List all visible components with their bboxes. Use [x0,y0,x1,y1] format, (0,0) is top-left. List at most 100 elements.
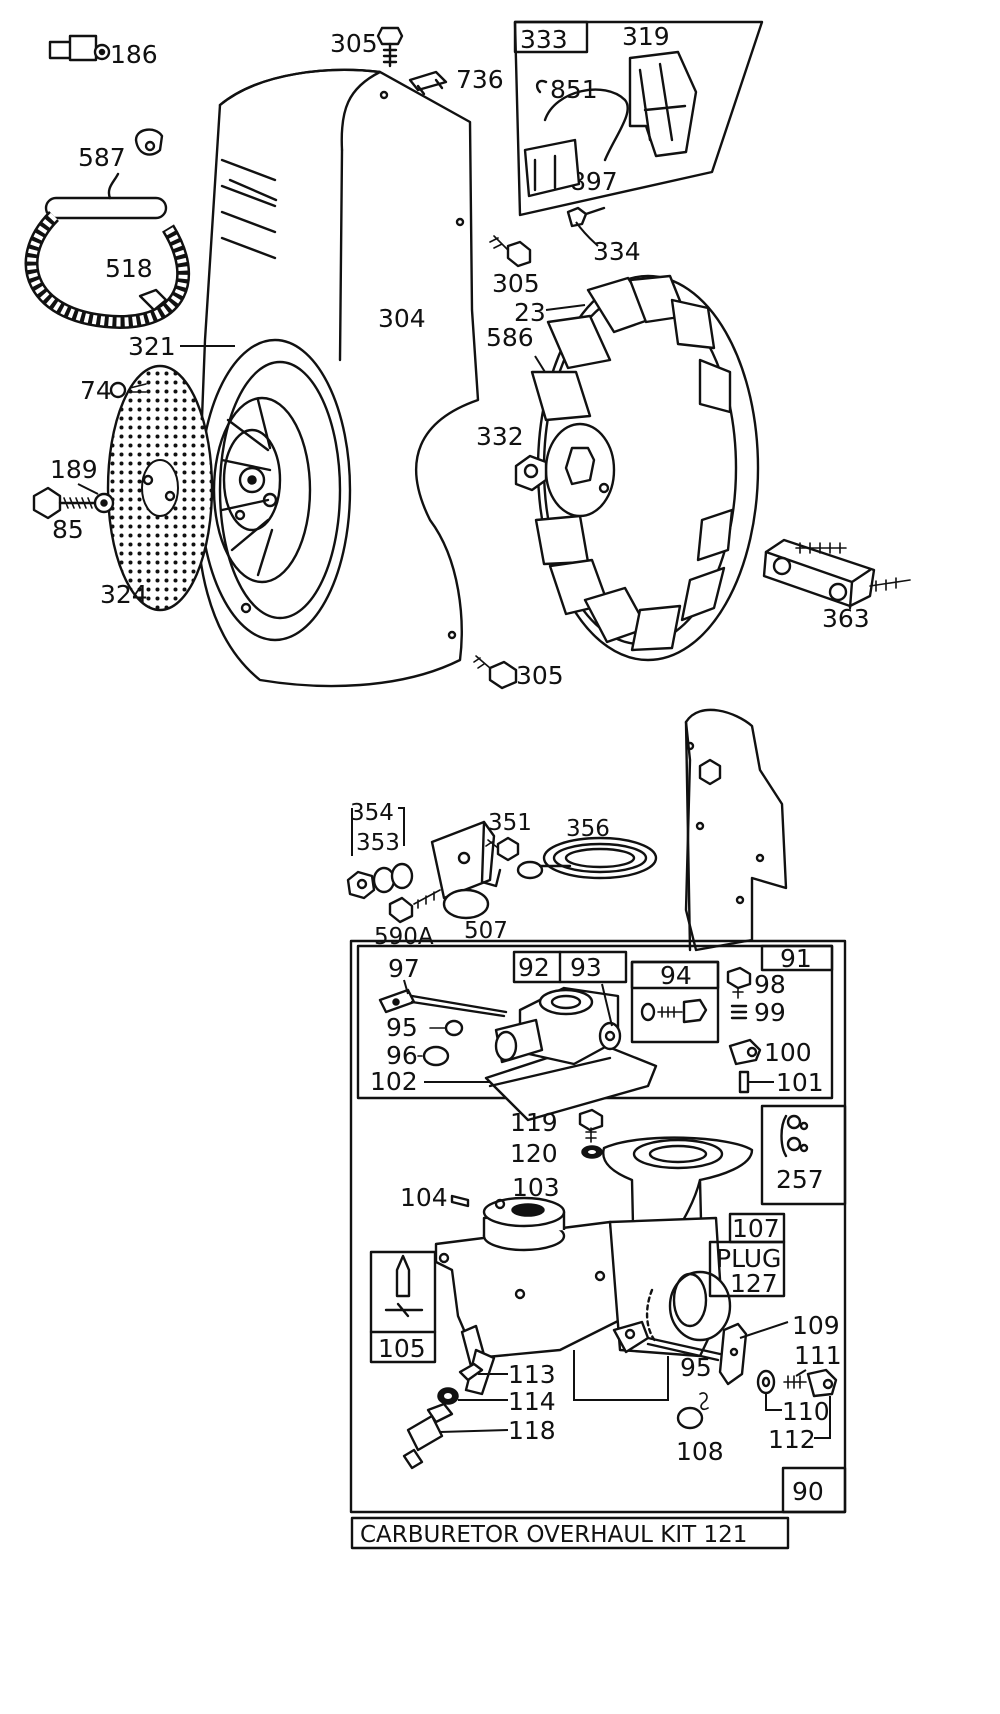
air-baffle-drawing [684,708,788,952]
part-label-356: 356 [566,816,610,842]
part-label-91: 91 [780,944,812,973]
part-label-112: 112 [768,1425,816,1454]
leader-110 [765,1394,782,1411]
part-label-plug: PLUG [716,1244,781,1273]
part-label-93: 93 [570,953,602,982]
part-label-353: 353 [356,830,400,856]
rotating-screen-324-drawing [106,364,214,612]
screw-305-bottom-drawing [473,655,518,690]
leader-23 [545,304,586,311]
part-label-586: 586 [486,323,534,352]
part-label-189: 189 [50,455,98,484]
part-label-305-bottom: 305 [516,661,564,690]
leader-bracket-carb [573,1350,669,1401]
part-label-363: 363 [822,604,870,633]
spring-99-drawing [730,1004,748,1020]
nozzle-118-drawing [402,1402,509,1470]
kit-box-107-plug [708,1212,786,1298]
part-label-92: 92 [518,953,550,982]
part-label-186: 186 [110,40,158,69]
leader-112 [814,1396,831,1439]
part-label-319: 319 [622,22,670,51]
part-label-104: 104 [400,1183,448,1212]
part-label-305-top: 305 [330,29,378,58]
starter-rope-518-drawing [24,172,191,330]
ground-switch-507-drawing [430,820,502,920]
leader-354 [351,807,405,856]
kit-title-box [350,1516,790,1550]
carburetor-body-drawing [434,1136,754,1396]
part-label-351: 351 [488,810,532,836]
part-label-587: 587 [78,143,126,172]
leader-189 [77,483,99,495]
part-label-95-bottom: 95 [680,1353,712,1382]
part-label-94: 94 [660,961,692,990]
part-label-107: 107 [732,1214,780,1243]
part-label-97: 97 [388,954,420,983]
part-label-85: 85 [52,515,84,544]
kit-box-105 [369,1250,437,1364]
screw-305-mid-drawing [489,235,532,268]
part-label-109: 109 [792,1311,840,1340]
leader-111 [795,1369,807,1377]
part-label-102: 102 [370,1067,418,1096]
gasket-113-drawing [458,1362,508,1382]
screw-85-washer-189-drawing [32,486,115,520]
part-label-111: 111 [794,1341,842,1370]
part-label-23: 23 [514,298,546,327]
throttle-body-drawing [484,986,658,1122]
part-label-507: 507 [464,918,508,944]
washer-120-drawing [581,1145,603,1159]
screw-351-drawing [485,836,520,862]
ignition-module-panel [513,20,764,217]
disc-108-drawing [676,1406,704,1430]
part-label-90: 90 [792,1477,824,1506]
nut-74-drawing [109,381,147,399]
nut-332-drawing [514,454,548,492]
part-label-119: 119 [510,1108,558,1137]
clamp-587-drawing [134,128,164,156]
part-label-101: 101 [776,1068,824,1097]
part-label-113: 113 [508,1360,556,1389]
needle-105-drawing [384,1254,424,1318]
valve-100-drawing [728,1038,762,1066]
part-label-324: 324 [100,580,148,609]
part-label-333: 333 [520,25,568,54]
blower-housing-304-drawing [196,68,480,688]
part-label-99: 99 [754,998,786,1027]
leader-109 [739,1321,789,1339]
disc-96-drawing [417,1045,450,1067]
part-label-74: 74 [80,376,112,405]
leader-93 [601,983,613,1027]
leader-334 [575,221,599,247]
washer-114-drawing [437,1387,508,1405]
flywheel-drawing [530,274,760,662]
part-label-332: 332 [476,422,524,451]
throttle-shaft-97-drawing [378,988,508,1018]
part-label-100: 100 [764,1038,812,1067]
part-label-108: 108 [676,1437,724,1466]
brake-363-drawing [762,538,911,610]
part-label-95-top: 95 [386,1013,418,1042]
part-label-518: 518 [105,254,153,283]
screw-119-drawing [578,1108,604,1143]
part-label-304: 304 [378,304,426,333]
ignition-armature-drawing [523,50,698,198]
part-label-98: 98 [754,970,786,999]
screw-112-drawing [806,1368,838,1398]
pin-101-drawing [738,1070,774,1094]
spring-95-bottom-drawing [699,1392,709,1411]
part-label-354: 354 [350,800,394,826]
nut-washer-353-354-drawing [346,862,414,900]
screw-305-top-drawing [376,26,404,68]
part-label-321: 321 [128,332,176,361]
part-label-96: 96 [386,1041,418,1070]
part-label-736: 736 [456,65,504,94]
mixture-screw-94-drawing [640,998,708,1024]
part-label-334: 334 [593,237,641,266]
clip-736-drawing [408,70,448,96]
carburetor-kit-frame [349,939,847,1514]
ground-wire-356-drawing [516,836,658,880]
part-label-127: 127 [730,1269,778,1298]
